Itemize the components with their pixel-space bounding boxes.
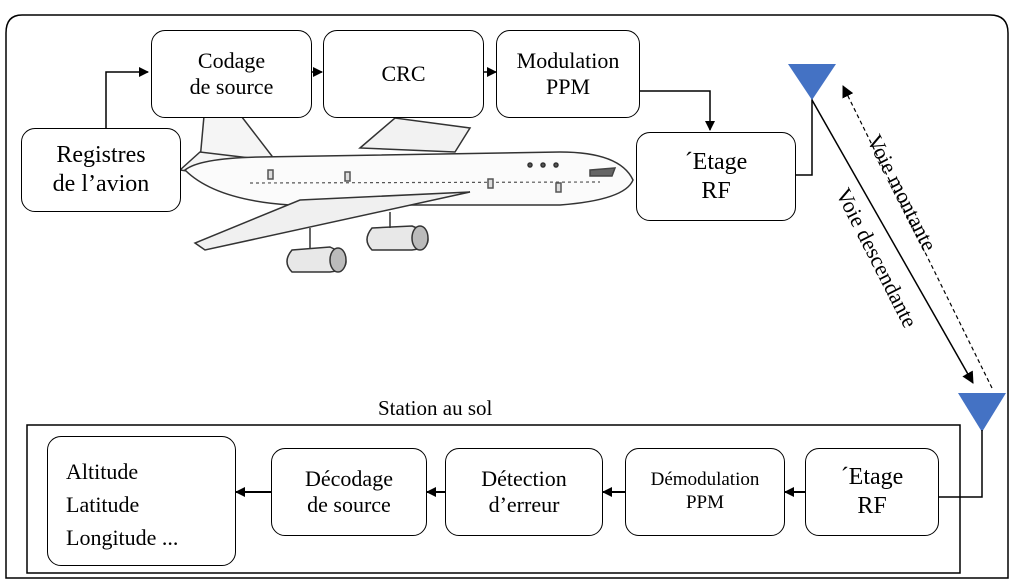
outer-frame (5, 14, 1009, 579)
modulation-box: Modulation PPM (496, 30, 640, 118)
wire-antenna-to-etage (939, 430, 983, 498)
demodulation-box: Démodulation PPM (625, 448, 785, 536)
output-box: Altitude Latitude Longitude ... (47, 436, 236, 566)
etage-rf-tx-label: ´Etage RF (684, 148, 748, 204)
demodulation-label: Démodulation PPM (650, 469, 760, 513)
registres-label: Registres de l’avion (52, 142, 150, 197)
codage-source-box: Codage de source (151, 30, 312, 118)
output-label: Altitude Latitude Longitude ... (66, 459, 179, 550)
modulation-label: Modulation PPM (516, 47, 620, 99)
codage-source-label: Codage de source (189, 47, 274, 99)
registres-box: Registres de l’avion (21, 128, 181, 212)
airplane-illustration (178, 104, 634, 273)
etage-rf-rx-box: ´Etage RF (805, 448, 939, 536)
etage-rf-tx-box: ´Etage RF (636, 132, 796, 221)
ground-station-frame (26, 424, 961, 574)
downlink-arrow (811, 99, 974, 384)
antenna-icon (788, 64, 836, 100)
decodage-source-box: Décodage de source (271, 448, 427, 536)
wire-etage-to-antenna (796, 92, 813, 176)
etage-rf-rx-label: ´Etage RF (840, 464, 904, 519)
station-label: Station au sol (378, 396, 493, 420)
detection-erreur-box: Détection d’erreur (445, 448, 603, 536)
decodage-source-label: Décodage de source (305, 465, 393, 517)
crc-box: CRC (323, 30, 484, 118)
crc-label: CRC (381, 60, 426, 86)
arrow-modulation-to-etage (640, 90, 715, 131)
antenna-icon (958, 393, 1006, 432)
uplink-arrow (842, 85, 993, 389)
detection-erreur-label: Détection d’erreur (481, 465, 567, 517)
